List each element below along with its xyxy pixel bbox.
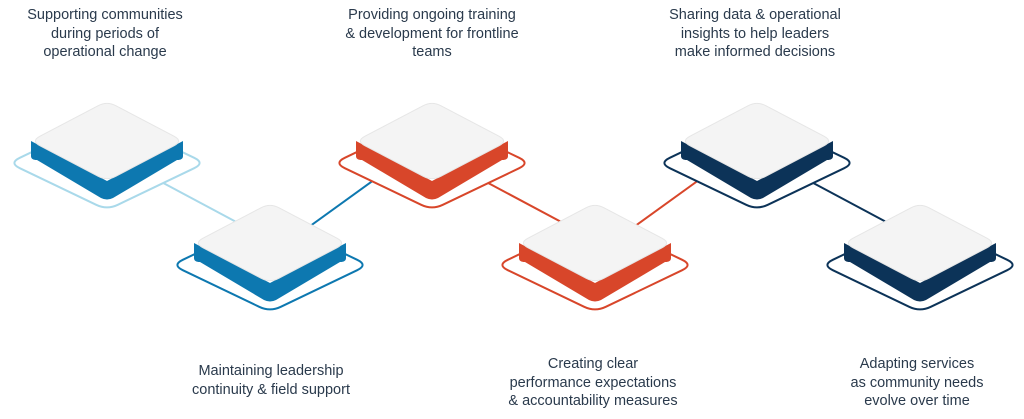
step-6-block-side xyxy=(844,243,996,302)
step-1-label: Supporting communities during periods of… xyxy=(27,7,183,60)
step-2-tile xyxy=(176,204,364,311)
step-3-block-side xyxy=(356,141,508,200)
step-4-label: Creating clear performance expectations … xyxy=(508,356,678,409)
step-5-label: Sharing data & operational insights to h… xyxy=(669,7,841,60)
step-2-block-top xyxy=(197,204,343,282)
step-2-label: Maintaining leadership continuity & fiel… xyxy=(192,363,350,398)
step-3-block-top xyxy=(359,102,505,180)
step-6-label: Adapting services as community needs evo… xyxy=(850,356,984,409)
step-6-tile xyxy=(826,204,1014,311)
step-4-block-side xyxy=(519,243,671,302)
step-3-tile xyxy=(338,102,526,209)
step-3-label: Providing ongoing training & development… xyxy=(345,7,519,60)
step-1-block-top xyxy=(34,102,180,180)
step-6-block-top xyxy=(847,204,993,282)
step-4-block-top xyxy=(522,204,668,282)
step-1-block-side xyxy=(31,141,183,200)
step-2-block-side xyxy=(194,243,346,302)
step-5-tile xyxy=(663,102,851,209)
step-4-tile xyxy=(501,204,689,311)
step-1-tile xyxy=(13,102,201,209)
step-5-block-side xyxy=(681,141,833,200)
tiles xyxy=(13,102,1014,311)
step-5-block-top xyxy=(684,102,830,180)
